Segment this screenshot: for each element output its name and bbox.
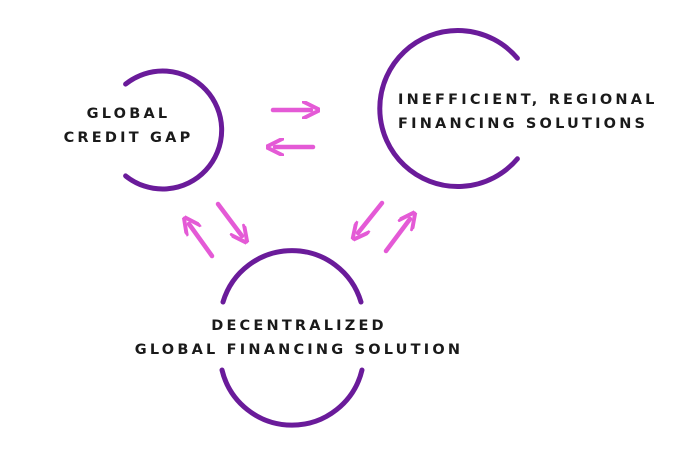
- decentralized-line2: GLOBAL FINANCING SOLUTION: [134, 342, 464, 358]
- regional-circle: [377, 28, 520, 189]
- regional-label: INEFFICIENT, REGIONAL FINANCING SOLUTION…: [398, 88, 658, 136]
- arrow-up-right-icon: [383, 219, 410, 254]
- arrow-up-left-icon: [189, 224, 215, 259]
- decentralized-line1: DECENTRALIZED: [211, 318, 387, 334]
- credit-gap-label: GLOBAL CREDIT GAP: [56, 102, 201, 150]
- credit-gap-circle: [123, 68, 225, 192]
- decentralized-label: DECENTRALIZED GLOBAL FINANCING SOLUTION: [115, 314, 483, 362]
- decentralized-circle-top-arc: [220, 248, 364, 305]
- regional-line2: FINANCING SOLUTIONS: [398, 116, 649, 132]
- arrow-down-right-icon: [215, 201, 242, 236]
- arrow-down-left-icon: [358, 200, 385, 233]
- decentralized-circle-bottom-arc: [219, 367, 365, 428]
- credit-gap-line1: GLOBAL: [86, 106, 171, 122]
- regional-line1: INEFFICIENT, REGIONAL: [398, 92, 658, 108]
- credit-gap-line2: CREDIT GAP: [63, 130, 194, 146]
